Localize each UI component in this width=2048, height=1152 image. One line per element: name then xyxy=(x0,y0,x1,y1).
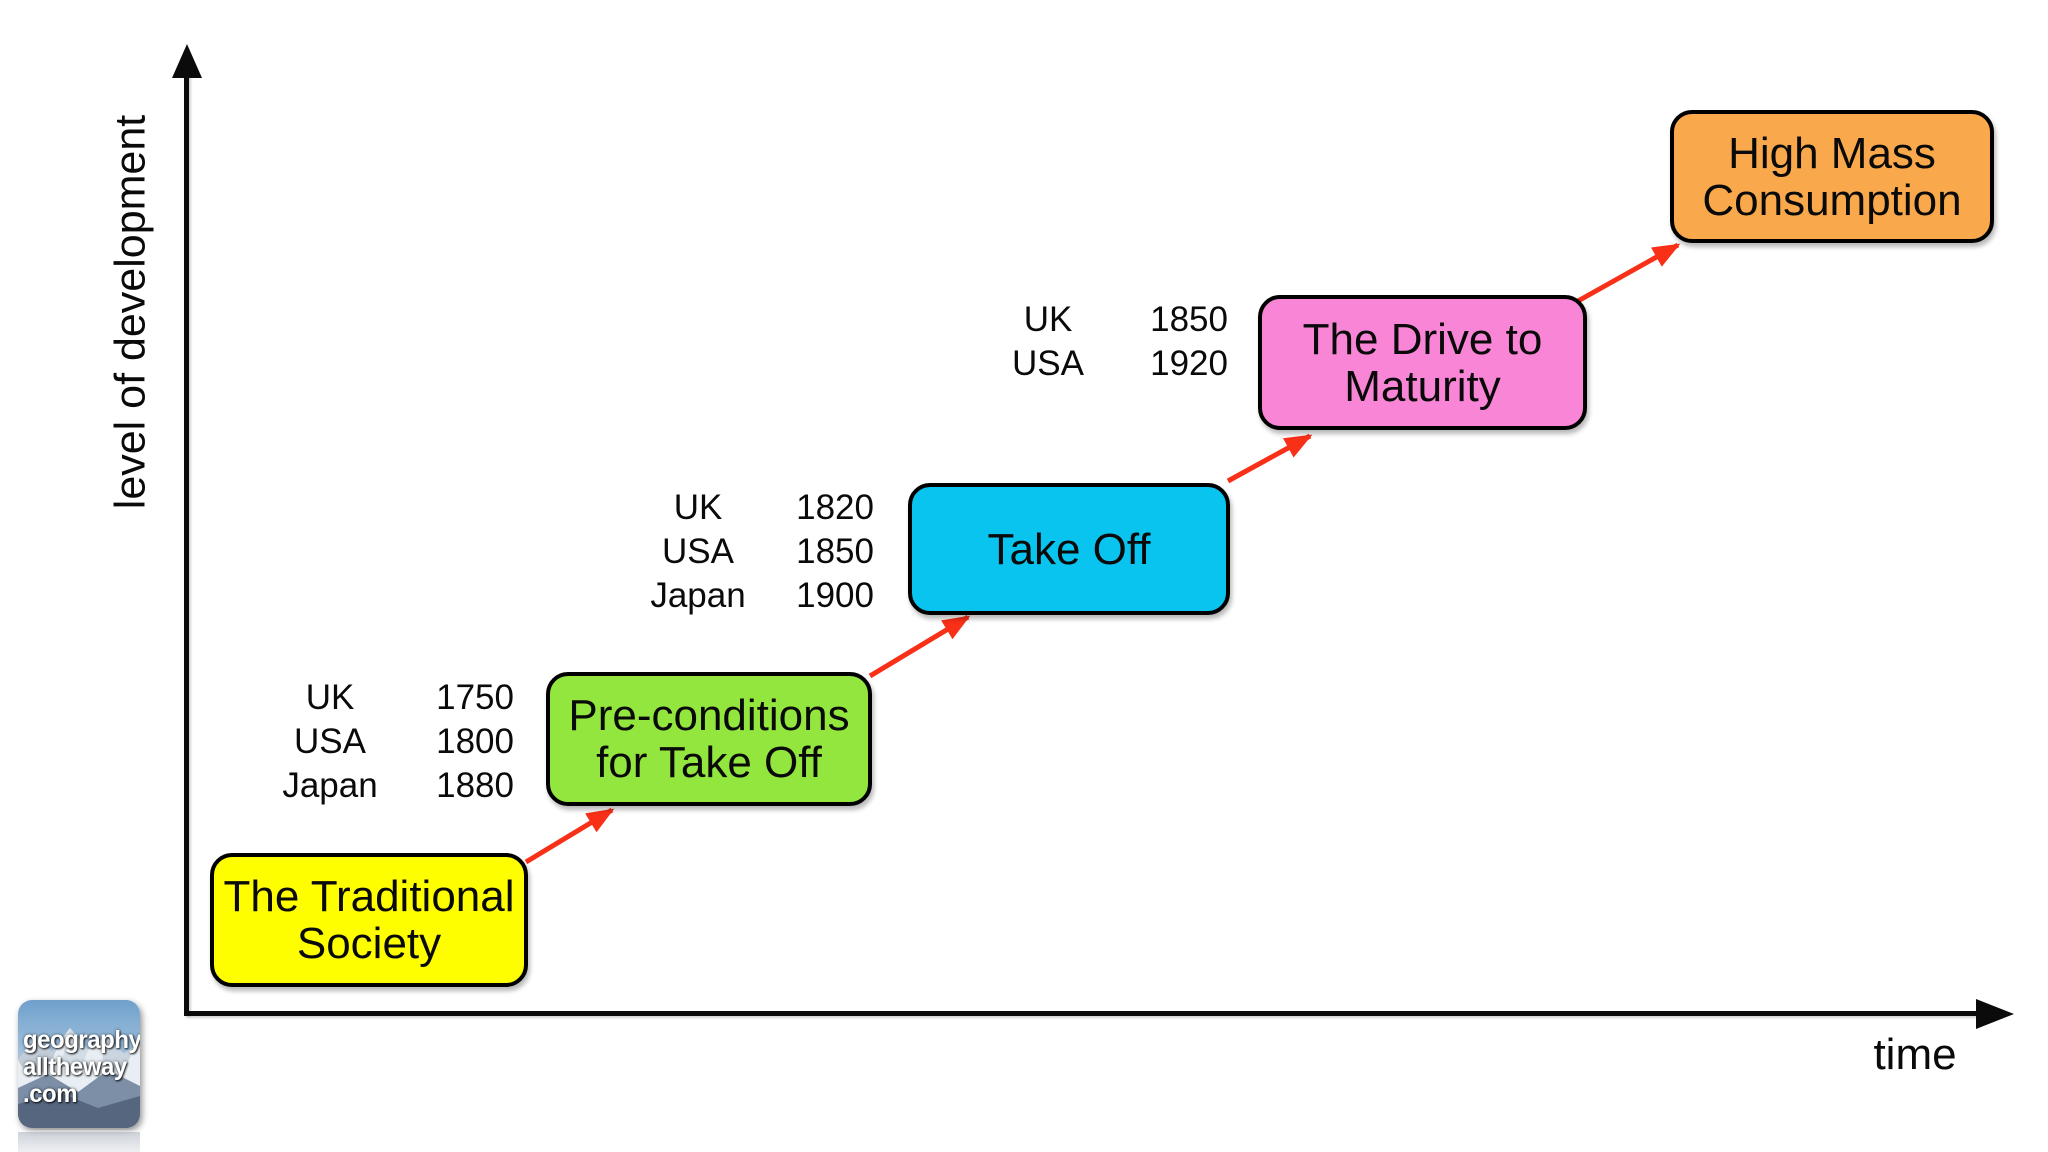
arrow-takeoff-to-maturity xyxy=(1226,433,1313,484)
y-axis-label: level of development xyxy=(106,114,155,510)
year-label: 1850 xyxy=(1150,300,1228,339)
mountain-photo-icon xyxy=(18,1000,140,1128)
country-label: USA xyxy=(294,722,366,761)
stage-label-line: Consumption xyxy=(1702,175,1962,225)
country-label: Japan xyxy=(282,766,378,805)
year-label: 1900 xyxy=(796,576,874,615)
logo-geographyalltheway: geography alltheway .com xyxy=(18,1000,140,1128)
stage-preconditions-for-take-off: Pre-conditions for Take Off xyxy=(546,672,872,806)
stage-high-mass-consumption: High Mass Consumption xyxy=(1670,110,1994,243)
country-label: Japan xyxy=(650,576,746,615)
y-axis-arrowhead-icon xyxy=(172,44,202,78)
stage-traditional-society: The Traditional Society xyxy=(210,853,528,987)
stage-label-line: for Take Off xyxy=(596,738,822,787)
stage-label-line: Maturity xyxy=(1344,361,1501,411)
x-axis-label: time xyxy=(1873,1030,1957,1079)
stage-label-line: The Traditional xyxy=(223,872,515,921)
stage-label-line: Take Off xyxy=(987,524,1151,574)
x-axis-arrowhead-icon xyxy=(1976,999,2014,1029)
stage-label-line: Society xyxy=(296,919,442,968)
logo-reflection-fade xyxy=(14,1130,144,1152)
logo-text-line: .com xyxy=(23,1080,78,1108)
year-label: 1880 xyxy=(436,766,514,805)
logo-text-line: geography xyxy=(23,1026,140,1054)
year-label: 1800 xyxy=(436,722,514,761)
y-axis-line xyxy=(184,60,189,1014)
stage-label-line: Pre-conditions xyxy=(568,691,850,740)
country-label: UK xyxy=(1023,300,1073,339)
logo-text-line: alltheway xyxy=(23,1053,127,1081)
year-label: 1750 xyxy=(436,678,514,717)
year-label: 1920 xyxy=(1150,344,1228,383)
stage-take-off: Take Off xyxy=(908,483,1230,615)
country-label: UK xyxy=(305,678,355,717)
arrow-preconditions-to-takeoff xyxy=(868,614,971,679)
year-label: 1850 xyxy=(796,532,874,571)
stage-label-line: The Drive to xyxy=(1302,314,1543,364)
country-label: UK xyxy=(673,488,723,527)
x-axis-line xyxy=(184,1011,1978,1016)
year-label: 1820 xyxy=(796,488,874,527)
country-label: USA xyxy=(662,532,734,571)
arrow-maturity-to-consumption xyxy=(1576,242,1681,304)
stage-label-line: High Mass xyxy=(1728,128,1936,178)
country-label: USA xyxy=(1012,344,1084,383)
arrow-traditional-to-preconditions xyxy=(524,807,615,865)
stage-drive-to-maturity: The Drive to Maturity xyxy=(1258,295,1587,430)
